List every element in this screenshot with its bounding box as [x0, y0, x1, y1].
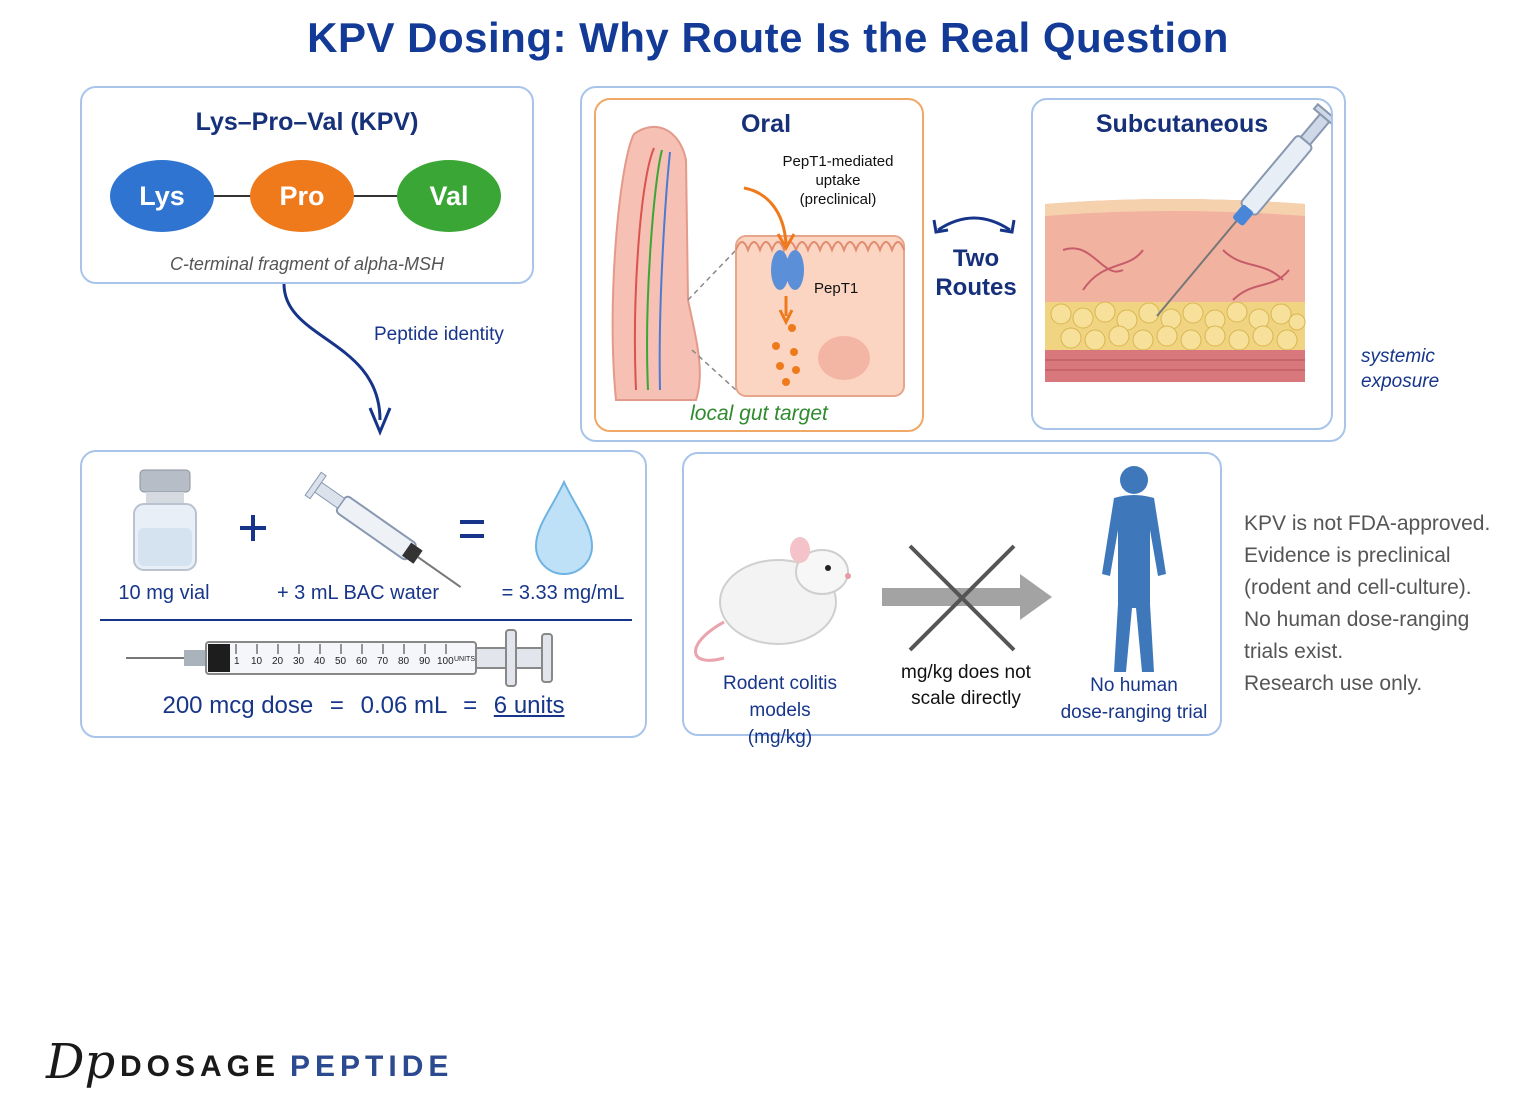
concentration-label: = 3.33 mg/mL	[501, 582, 625, 604]
syringe-tick: 10	[251, 656, 263, 667]
syringe-tick: 20	[272, 656, 284, 667]
reconstitution-panel: 1 10 20 30 40 50 60 70 80 90 100 UNITS 1…	[80, 450, 647, 738]
water-label: + 3 mL BAC water	[276, 582, 440, 604]
syringe-tick: 30	[293, 656, 305, 667]
brand-name-peptide: PEPTIDE	[290, 1050, 454, 1083]
systemic-exposure-label: systemic exposure	[1361, 346, 1440, 392]
uptake-label: PepT1-mediated uptake (preclinical)	[782, 153, 894, 208]
syringe-tick: 50	[335, 656, 347, 667]
syringe-tick: 100	[437, 656, 454, 667]
brand-monogram: Dp	[46, 1034, 116, 1090]
oral-heading: Oral	[740, 110, 792, 138]
brand-name-dosage: DOSAGE	[120, 1050, 281, 1083]
syringe-units: UNITS	[454, 656, 475, 663]
syringe-tick: 80	[398, 656, 410, 667]
scaling-illustration	[694, 466, 1166, 672]
rodent-label: Rodent colitis models (mg/kg)	[722, 673, 838, 748]
subq-heading: Subcutaneous	[1095, 110, 1269, 138]
dose-equals: =	[463, 692, 478, 719]
gut-villus-illustration	[611, 125, 905, 401]
residue-pro: Pro	[250, 160, 354, 232]
peptide-caption: C-terminal fragment of alpha-MSH	[169, 254, 445, 274]
two-routes-label: Two Routes	[935, 245, 1017, 301]
dose-amount: 200 mcg dose	[162, 692, 314, 719]
syringe-scale: 1 10 20 30 40 50 60 70 80 90 100 UNITS	[232, 644, 475, 672]
skin-injection-illustration	[1045, 102, 1331, 382]
syringe-tick: 70	[377, 656, 389, 667]
identity-arrow	[282, 283, 392, 436]
dose-line: 200 mcg dose = 0.06 mL = 6 units	[82, 692, 645, 720]
identity-arrow-label: Peptide identity	[374, 324, 504, 345]
dose-equals: =	[329, 692, 344, 719]
dose-volume: 0.06 mL	[360, 692, 447, 719]
peptide-panel: Lys–Pro–Val (KPV) Lys Pro Val C-terminal…	[80, 86, 534, 284]
syringe-tick: 40	[314, 656, 326, 667]
syringe-tick: 60	[356, 656, 368, 667]
residue-val: Val	[397, 160, 501, 232]
reconstitution-illustration	[100, 469, 632, 687]
scaling-panel: Rodent colitis models (mg/kg) mg/kg does…	[682, 452, 1222, 748]
gut-target-label: local gut target	[690, 402, 828, 425]
scaling-arrow-label: mg/kg does not scale directly	[901, 662, 1031, 709]
pept1-label: PepT1	[814, 280, 859, 297]
syringe-scale-lines	[235, 644, 447, 654]
syringe-tick: 1	[234, 656, 240, 667]
vial-label: 10 mg vial	[118, 582, 210, 604]
oral-panel: Oral PepT1-mediated uptake (preclinical)…	[594, 98, 924, 432]
page-title: KPV Dosing: Why Route Is the Real Questi…	[307, 14, 1229, 61]
disclaimer: KPV is not FDA-approved. Evidence is pre…	[1244, 512, 1491, 695]
residue-lys: Lys	[110, 160, 214, 232]
peptide-heading: Lys–Pro–Val (KPV)	[195, 108, 419, 136]
human-label: No human dose-ranging trial	[1060, 675, 1208, 723]
dose-units: 6 units	[493, 692, 565, 719]
two-way-arrow	[932, 216, 1016, 234]
subq-panel: Subcutaneous	[1031, 98, 1333, 430]
syringe-tick: 90	[419, 656, 431, 667]
